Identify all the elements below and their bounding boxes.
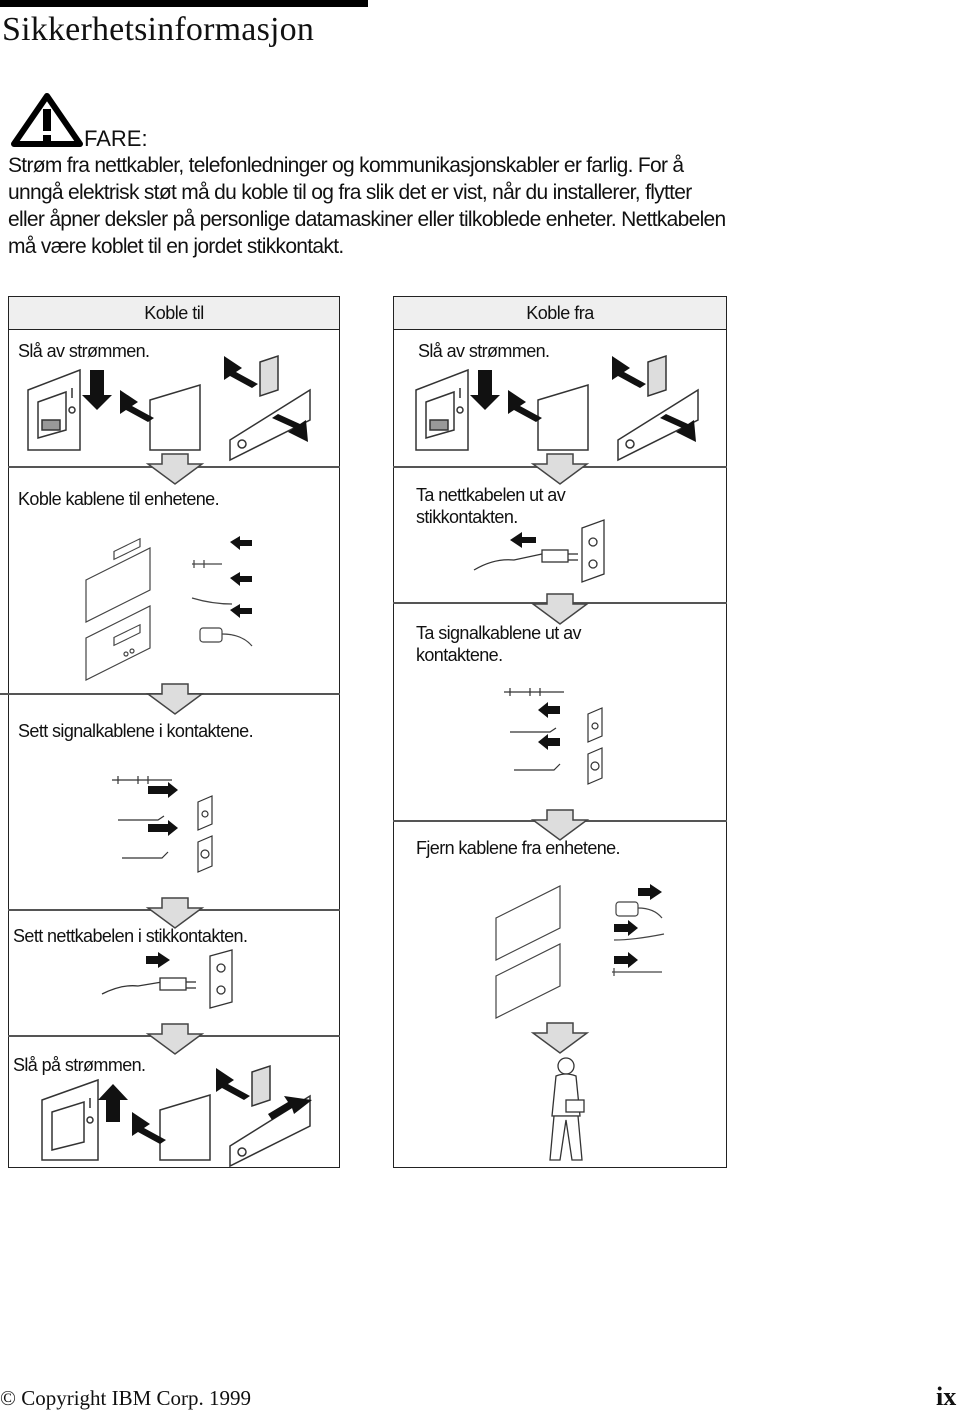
copyright: © Copyright IBM Corp. 1999 [0,1386,252,1410]
connect-panel-header: Koble til [9,297,339,330]
step-label: Sett nettkabelen i stikkontakten. [13,926,248,946]
down-arrow-icon [530,1022,590,1054]
step-label: Slå av strømmen. [18,341,150,361]
step-label: Slå av strømmen. [418,341,550,361]
step-label: Sett signalkablene i kontaktene. [18,721,254,741]
down-arrow-icon [145,897,205,929]
step-label: Ta nettkabelen ut av stikkontakten. [416,485,566,527]
warning-label: FARE: [84,126,148,151]
warning-triangle-icon [11,93,83,147]
disconnect-panel-header: Koble fra [394,297,726,330]
step-label: Koble kablene til enhetene. [18,489,220,509]
page-number: ix [936,1382,957,1411]
device-icon [85,536,253,681]
step-label: Fjern kablene fra enhetene. [416,838,621,858]
down-arrow-icon [145,683,205,715]
connect-panel: Koble til [8,296,340,1168]
outlet-icon [112,776,213,873]
warning-text: Strøm fra nettkabler, telefonledninger o… [8,154,726,258]
down-arrow-icon [145,453,205,485]
down-arrow-icon [530,453,590,485]
top-rule [0,0,368,7]
plug-icon [101,949,233,1009]
down-arrow-icon [145,1023,205,1055]
down-arrow-icon [530,809,590,841]
power-switch-illustration [41,1064,312,1168]
power-switch-illustration [27,354,311,462]
step-label: Ta signalkablene ut av kontaktene. [416,623,582,665]
page-title: Sikkerhetsinformasjon [2,11,315,48]
plug-icon [473,519,605,583]
outlet-icon [504,688,603,785]
down-arrow-icon [530,593,590,625]
power-switch-illustration [415,354,699,462]
device-icon [495,884,665,1019]
person-icon [549,1057,585,1161]
step-label: Slå på strømmen. [13,1055,146,1075]
